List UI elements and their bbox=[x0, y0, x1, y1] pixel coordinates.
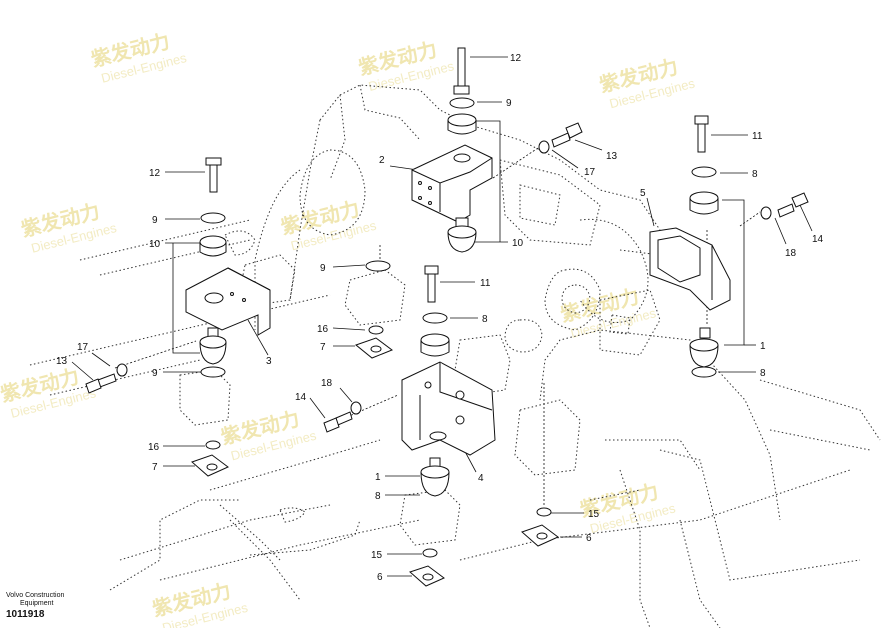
rubber-mount-part-10-lower bbox=[447, 217, 477, 253]
footer-part-number: 1011918 bbox=[6, 609, 45, 620]
washer-part-18-right bbox=[760, 206, 772, 220]
callout-17: 17 bbox=[584, 167, 596, 178]
washer-part-9-center bbox=[365, 260, 391, 272]
callout-5: 5 bbox=[640, 188, 646, 199]
rubber-mount-right-upper bbox=[689, 191, 719, 215]
callout-1: 1 bbox=[760, 341, 766, 352]
footer-dept: Equipment bbox=[20, 600, 54, 607]
washer-part-8-right bbox=[691, 166, 717, 178]
rubber-mount-part-1-right bbox=[689, 327, 719, 368]
callout-1: 1 bbox=[375, 472, 381, 483]
callout-13: 13 bbox=[606, 151, 618, 162]
callout-10: 10 bbox=[149, 239, 161, 250]
nut-plate-part-6-center bbox=[409, 565, 445, 587]
footer-block: Volvo Construction Equipment 1011918 bbox=[6, 592, 64, 622]
callout-8: 8 bbox=[482, 314, 488, 325]
callout-7: 7 bbox=[152, 462, 158, 473]
washer-part-9-left-lower bbox=[200, 366, 226, 378]
washer-part-15-right bbox=[536, 507, 552, 517]
washer-part-17-top bbox=[538, 140, 550, 154]
washer-part-8-center bbox=[422, 312, 448, 324]
rubber-mount-part-10-left bbox=[199, 235, 227, 257]
bolt-part-12-left bbox=[205, 157, 222, 193]
callout-10: 10 bbox=[512, 238, 524, 249]
callout-6: 6 bbox=[377, 572, 383, 583]
callout-9: 9 bbox=[320, 263, 326, 274]
callout-9: 9 bbox=[506, 98, 512, 109]
callout-18: 18 bbox=[321, 378, 333, 389]
callout-8: 8 bbox=[760, 368, 766, 379]
washer-part-18-center bbox=[350, 401, 362, 415]
callout-15: 15 bbox=[371, 550, 383, 561]
bolt-part-13-top bbox=[551, 122, 583, 148]
callout-8: 8 bbox=[375, 491, 381, 502]
callout-12: 12 bbox=[149, 168, 161, 179]
callout-3: 3 bbox=[266, 356, 272, 367]
callout-4: 4 bbox=[478, 473, 484, 484]
washer-part-16-center bbox=[368, 325, 384, 335]
bracket-part-2 bbox=[411, 144, 493, 223]
rubber-mount-part-10-left-lower bbox=[199, 327, 227, 365]
bolt-part-11-center bbox=[424, 265, 439, 303]
washer-part-9-top bbox=[449, 97, 475, 109]
callout-15: 15 bbox=[588, 509, 600, 520]
washer-part-9-left bbox=[200, 212, 226, 224]
callout-9: 9 bbox=[152, 215, 158, 226]
callout-14: 14 bbox=[812, 234, 824, 245]
rubber-mount-part-10-top bbox=[447, 113, 477, 135]
washer-part-8-right-lower bbox=[691, 366, 717, 378]
callout-17: 17 bbox=[77, 342, 89, 353]
nut-plate-part-7-center bbox=[354, 337, 394, 359]
callout-12: 12 bbox=[510, 53, 522, 64]
callout-18: 18 bbox=[785, 248, 797, 259]
callout-6: 6 bbox=[586, 533, 592, 544]
washer-part-16-left bbox=[205, 440, 221, 450]
callout-8: 8 bbox=[752, 169, 758, 180]
callout-16: 16 bbox=[148, 442, 160, 453]
bracket-part-3 bbox=[185, 267, 271, 336]
callout-2: 2 bbox=[379, 155, 385, 166]
callout-labels: 12 9 2 10 17 13 12 9 10 11 8 5 18 14 9 1… bbox=[56, 53, 824, 583]
washer-part-17-left bbox=[116, 363, 128, 377]
callout-11: 11 bbox=[752, 131, 763, 142]
parts-layer bbox=[85, 47, 809, 587]
callout-11: 11 bbox=[480, 278, 491, 289]
bracket-part-4 bbox=[401, 361, 496, 456]
bolt-part-11-right bbox=[694, 115, 709, 153]
nut-plate-part-7-left bbox=[191, 454, 229, 477]
bolt-part-14-center bbox=[323, 411, 353, 433]
washer-part-15-center bbox=[422, 548, 438, 558]
rubber-mount-center-upper bbox=[420, 333, 450, 357]
callout-9: 9 bbox=[152, 368, 158, 379]
callout-16: 16 bbox=[317, 324, 329, 335]
bolt-part-13-left bbox=[85, 373, 117, 394]
callout-14: 14 bbox=[295, 392, 307, 403]
footer-company: Volvo Construction bbox=[6, 592, 65, 599]
nut-plate-part-6-right bbox=[521, 524, 559, 547]
bolt-part-12-top bbox=[453, 47, 470, 95]
callout-7: 7 bbox=[320, 342, 326, 353]
rubber-mount-part-1-center bbox=[420, 457, 450, 497]
callout-13: 13 bbox=[56, 356, 68, 367]
bolt-part-14-right bbox=[777, 192, 809, 218]
bracket-part-5 bbox=[649, 227, 731, 311]
